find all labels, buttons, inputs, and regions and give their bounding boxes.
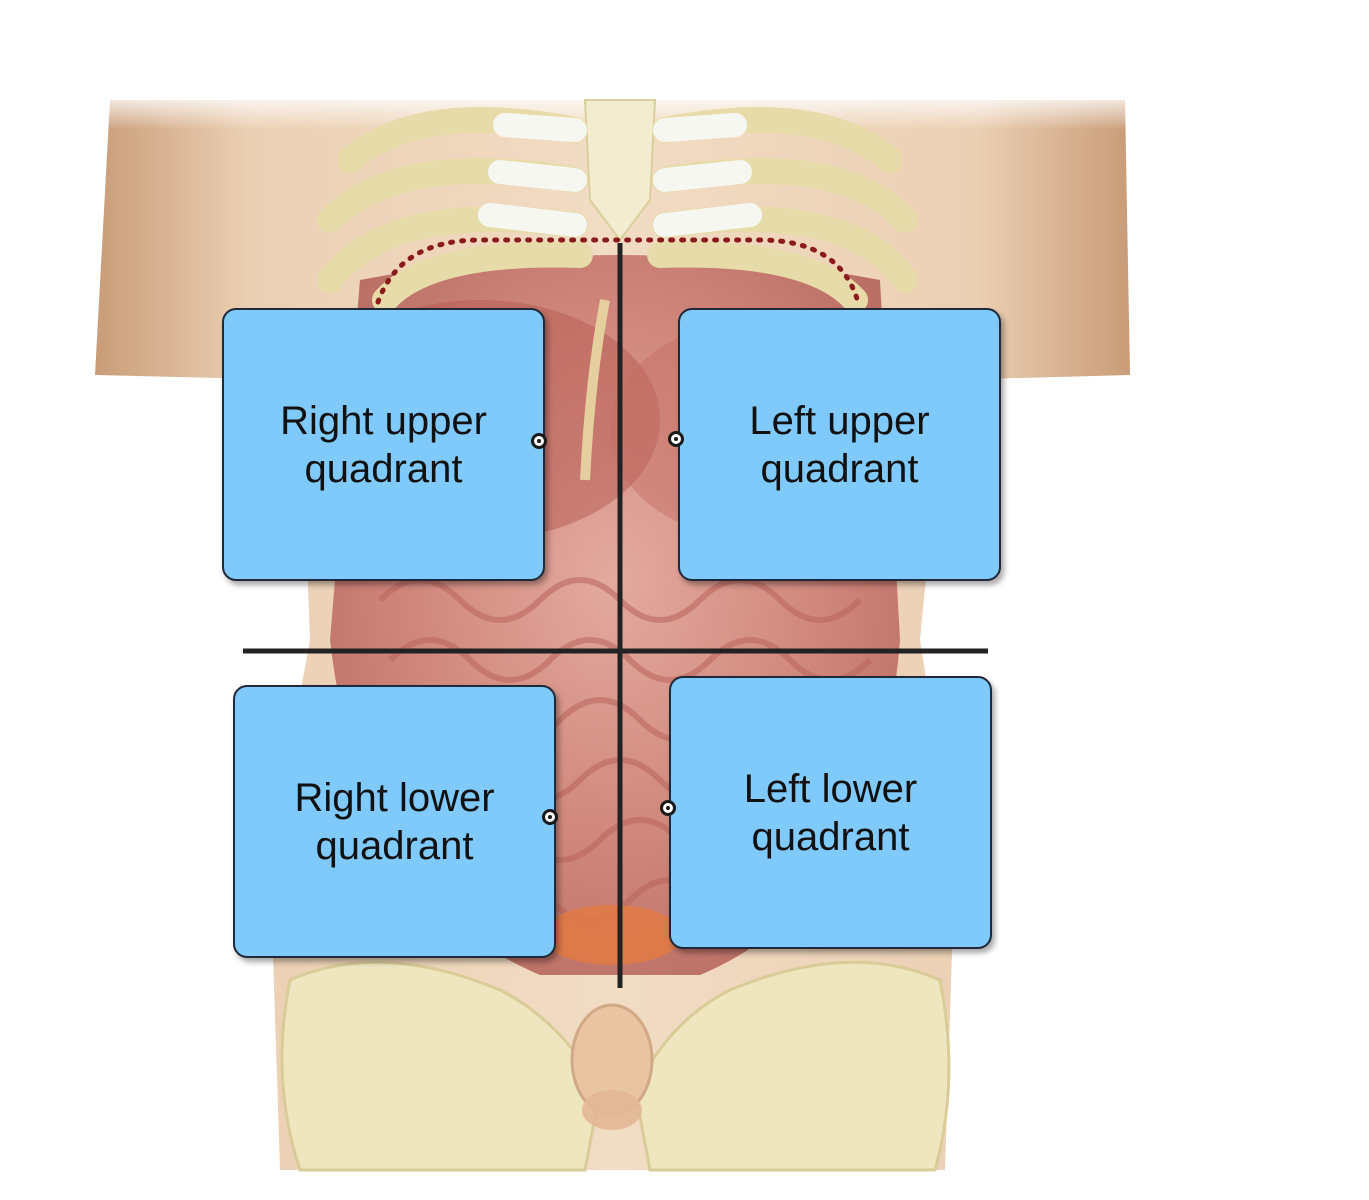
connector-handle-right-lower[interactable] bbox=[542, 809, 558, 825]
left-upper-quadrant-label[interactable]: Left upper quadrant bbox=[678, 308, 1001, 581]
left-lower-quadrant-label[interactable]: Left lower quadrant bbox=[669, 676, 992, 949]
bladder bbox=[542, 905, 682, 965]
sternum bbox=[583, 99, 657, 242]
pelvis bbox=[280, 960, 951, 1172]
right-lower-quadrant-label[interactable]: Right lower quadrant bbox=[233, 685, 556, 958]
connector-handle-right-upper[interactable] bbox=[531, 433, 547, 449]
rib-cage bbox=[317, 107, 918, 313]
diaphragm-line bbox=[375, 237, 861, 305]
connector-handle-left-upper[interactable] bbox=[668, 431, 684, 447]
connector-handle-left-lower[interactable] bbox=[660, 800, 676, 816]
right-upper-quadrant-label[interactable]: Right upper quadrant bbox=[222, 308, 545, 581]
